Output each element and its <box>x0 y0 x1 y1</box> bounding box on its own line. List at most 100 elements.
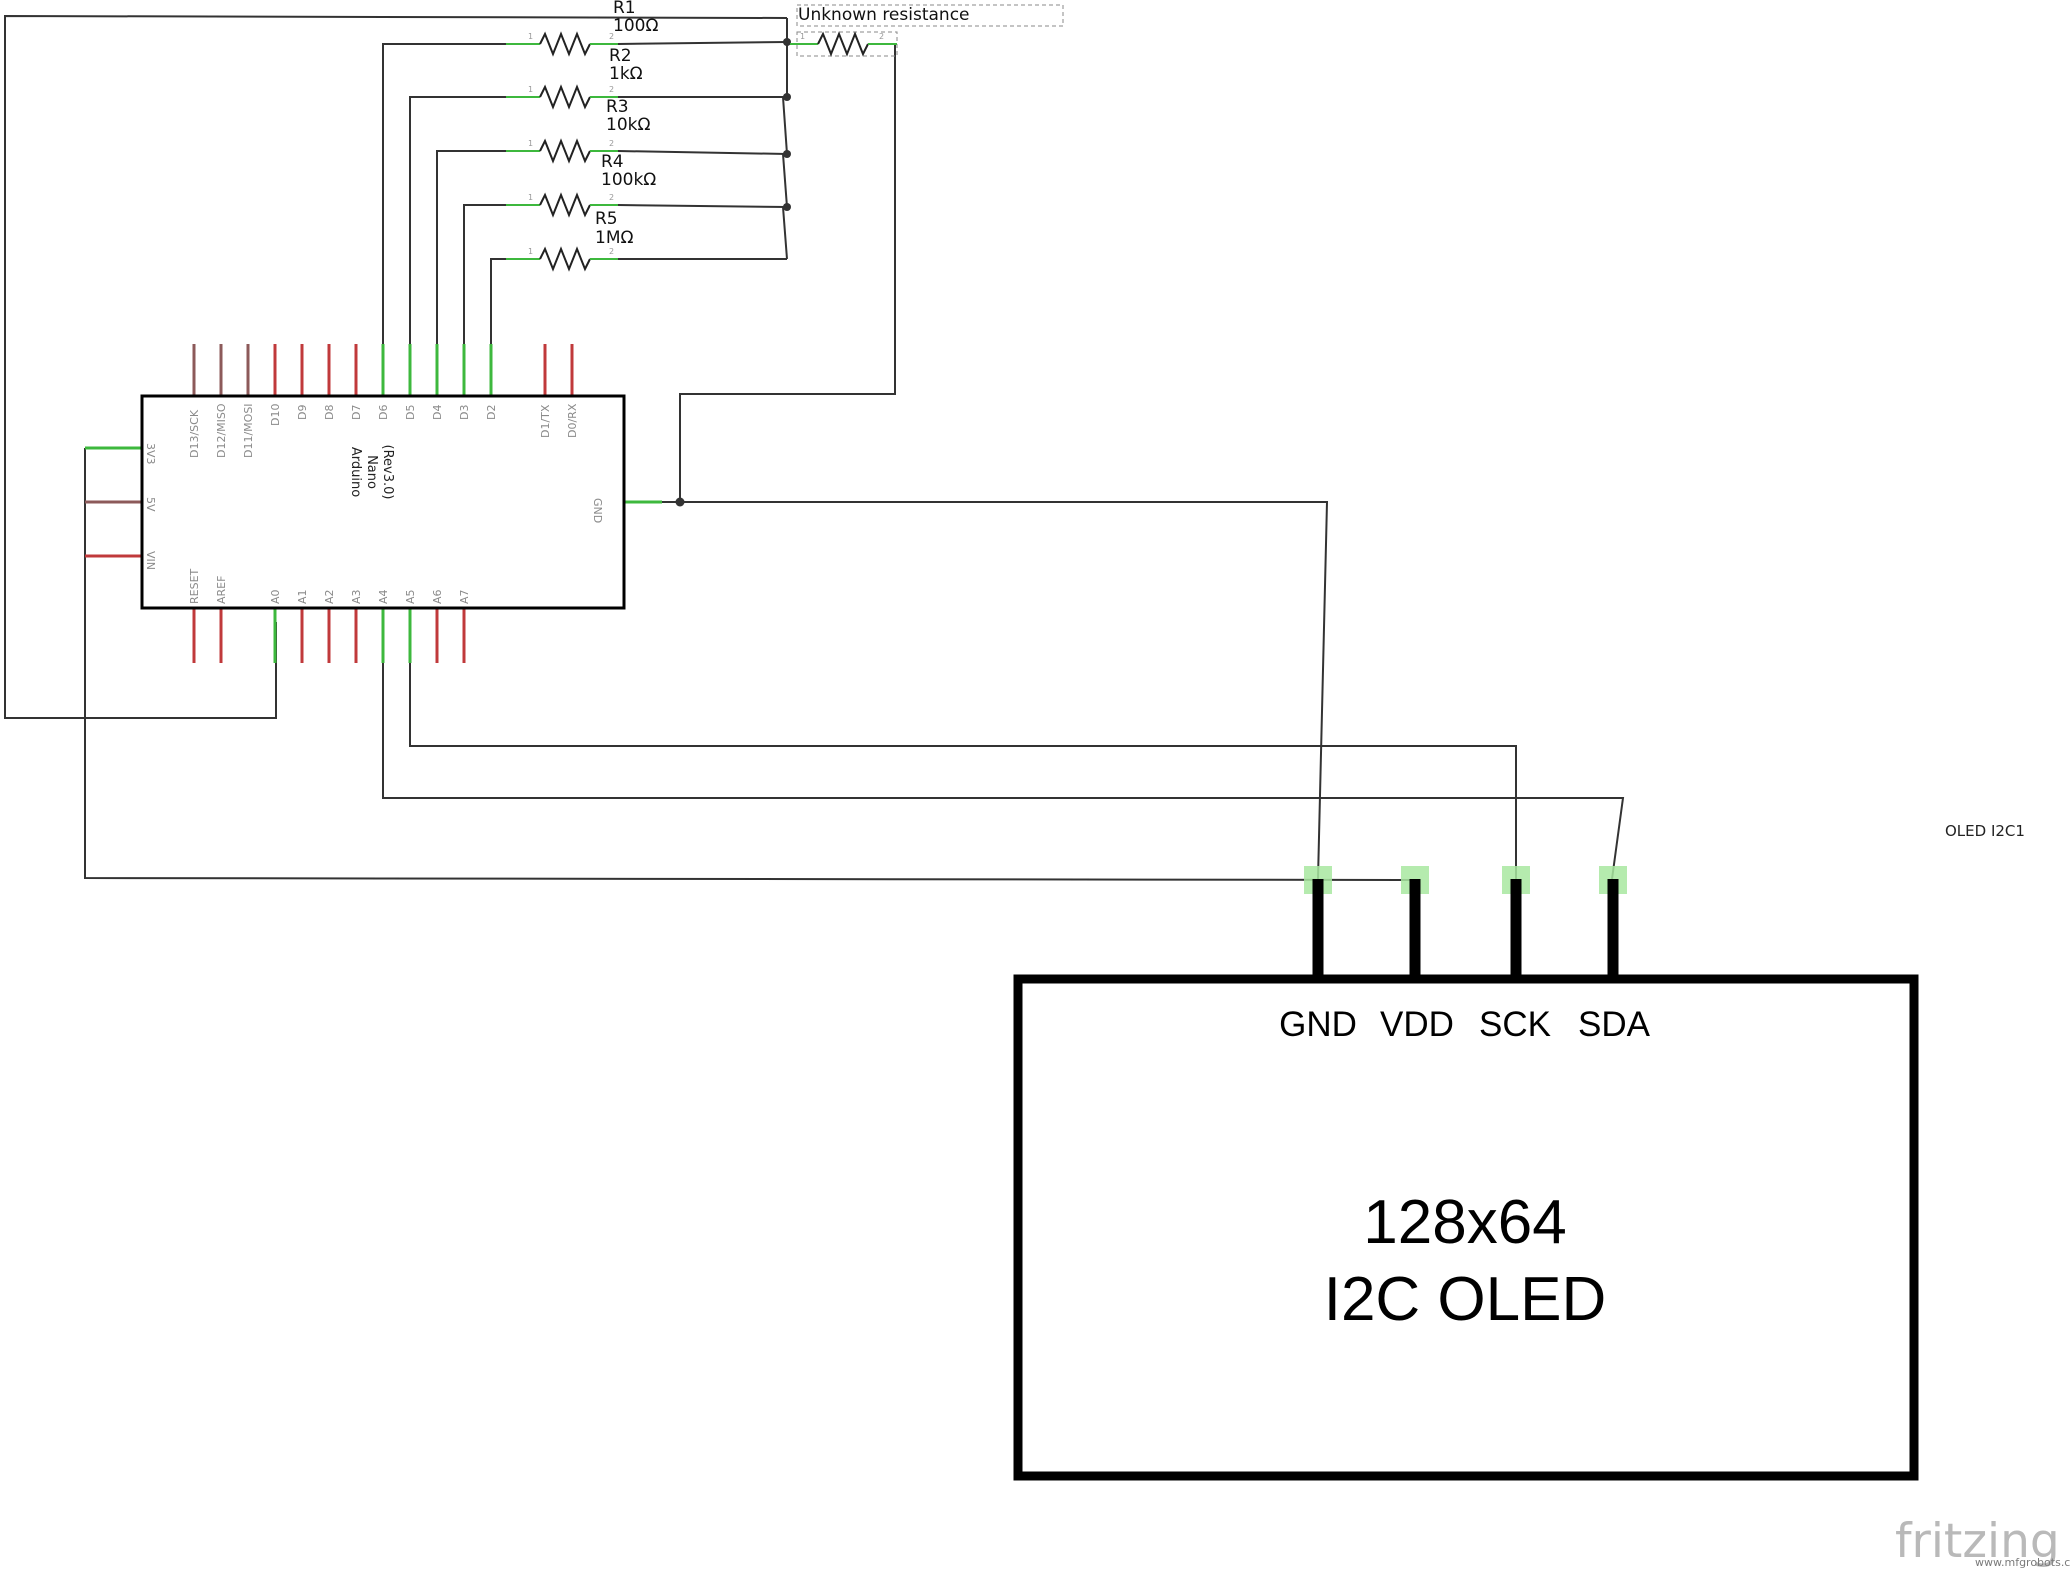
pin-label-vin: VIN <box>144 551 157 570</box>
unknown-pin1-number: 1 <box>800 32 805 41</box>
wire-gnd-oled <box>662 501 1329 880</box>
pin-label-d12: D12/MISO <box>215 403 228 458</box>
oled-text-resolution: 128x64 <box>1363 1188 1566 1257</box>
arduino-top-pin-labels: D13/SCK D12/MISO D11/MOSI D10 D9 D8 D7 D… <box>188 403 579 458</box>
wire-r4-out <box>617 204 788 208</box>
wire-a4-sda <box>382 622 1625 880</box>
fritzing-logo: fritzing <box>1895 1514 2060 1569</box>
r4-pin2-number: 2 <box>609 193 614 202</box>
pin-label-a0: A0 <box>269 589 282 604</box>
unknown-resistance-label: Unknown resistance <box>798 5 970 25</box>
arduino-body <box>140 394 626 610</box>
junction-gnd <box>675 497 685 507</box>
arduino-name: Arduino Nano (Rev3.0) <box>348 445 395 500</box>
pin-label-reset: RESET <box>188 568 201 604</box>
r3-pin2-number: 2 <box>609 139 614 148</box>
r1-value: 100Ω <box>613 16 658 36</box>
r2-value: 1kΩ <box>609 64 643 84</box>
arduino-left-pin-labels: 3V3 5V VIN <box>144 443 157 570</box>
wire-unknown-gnd <box>679 44 896 502</box>
pin-label-d3: D3 <box>458 405 471 420</box>
r2-pin1-number: 1 <box>528 85 533 94</box>
pin-label-d1: D1/TX <box>539 404 552 438</box>
r5-pin1-number: 1 <box>528 247 533 256</box>
resistor-r1[interactable]: 1 2 R1 100Ω <box>506 0 658 57</box>
pin-label-d11: D11/MOSI <box>242 403 255 458</box>
r3-pin1-number: 1 <box>528 139 533 148</box>
wire-d5-r2 <box>409 96 506 344</box>
r2-ref: R2 <box>609 46 632 66</box>
resistor-r2[interactable]: 1 2 R2 1kΩ <box>506 46 643 110</box>
r4-value: 100kΩ <box>601 170 656 190</box>
pin-label-5v: 5V <box>144 497 157 512</box>
pin-label-a4: A4 <box>377 589 390 604</box>
junctions <box>675 38 791 507</box>
r1-pin2-number: 2 <box>609 32 614 41</box>
wire-d4-r3 <box>436 150 506 344</box>
pin-label-d5: D5 <box>404 405 417 420</box>
junction-r1 <box>783 38 791 46</box>
arduino-bottom-pin-labels: RESET AREF A0 A1 A2 A3 A4 A5 A6 A7 <box>188 568 471 604</box>
resistor-r4[interactable]: 1 2 R4 100kΩ <box>506 152 656 218</box>
oled-part-label: OLED I2C1 <box>1945 822 2025 840</box>
junction-r4 <box>783 203 791 211</box>
pin-label-d2: D2 <box>485 405 498 420</box>
r2-pin2-number: 2 <box>609 85 614 94</box>
pin-label-a7: A7 <box>458 589 471 604</box>
pin-label-d10: D10 <box>269 404 282 426</box>
pin-label-d0: D0/RX <box>566 403 579 438</box>
pin-label-d13: D13/SCK <box>188 409 201 458</box>
r5-ref: R5 <box>595 209 618 229</box>
arduino-left-pin-stubs <box>85 446 142 558</box>
wire-3v3-vdd <box>84 448 1416 881</box>
arduino-name-line3: (Rev3.0) <box>380 445 395 500</box>
wire-d2-r5 <box>490 258 506 344</box>
oled-pin-label-sda: SDA <box>1578 1005 1651 1044</box>
pin-label-a1: A1 <box>296 589 309 604</box>
unknown-pin2-number: 2 <box>879 32 884 41</box>
r4-ref: R4 <box>601 152 624 172</box>
r1-ref: R1 <box>613 0 636 18</box>
pin-label-a3: A3 <box>350 589 363 604</box>
pin-label-d7: D7 <box>350 405 363 420</box>
arduino-name-line1: Arduino <box>348 447 363 497</box>
junction-r2 <box>783 93 791 101</box>
wire-r3-out <box>617 150 788 155</box>
pin-label-gnd: GND <box>591 498 604 523</box>
pin-label-3v3: 3V3 <box>144 443 157 465</box>
unknown-resistor[interactable]: 1 2 Unknown resistance <box>790 4 1064 57</box>
oled-pin-label-gnd: GND <box>1279 1005 1357 1044</box>
wire-a0-loop <box>4 14 788 719</box>
r4-pin1-number: 1 <box>528 193 533 202</box>
watermark-site: www.mfgrobots.com <box>1975 1556 2070 1569</box>
arduino-name-line2: Nano <box>364 455 379 489</box>
r1-pin1-number: 1 <box>528 32 533 41</box>
arduino-nano[interactable]: D13/SCK D12/MISO D11/MOSI D10 D9 D8 D7 D… <box>85 344 662 663</box>
oled-text-type: I2C OLED <box>1324 1265 1607 1334</box>
arduino-bottom-pin-stubs <box>192 608 466 663</box>
oled-pin-label-vdd: VDD <box>1380 1005 1454 1044</box>
oled-pin-label-sck: SCK <box>1479 1005 1551 1044</box>
junction-r3 <box>783 150 791 158</box>
r3-value: 10kΩ <box>606 115 650 135</box>
wire-d6-r1 <box>382 43 506 344</box>
oled-display[interactable]: GND VDD SCK SDA 128x64 I2C OLED <box>1013 866 1919 1481</box>
pin-label-aref: AREF <box>215 576 228 604</box>
pin-label-a2: A2 <box>323 589 336 604</box>
pin-label-d8: D8 <box>323 405 336 420</box>
oled-pin-legs <box>1312 879 1619 978</box>
pin-label-d6: D6 <box>377 405 390 420</box>
pin-label-a5: A5 <box>404 589 417 604</box>
oled-pin-labels: GND VDD SCK SDA <box>1279 1005 1651 1044</box>
wire-r1-out <box>617 41 788 45</box>
arduino-top-pin-stubs <box>192 344 574 396</box>
r5-value: 1MΩ <box>595 228 633 248</box>
pin-label-d4: D4 <box>431 405 444 420</box>
oled-body <box>1013 974 1919 1481</box>
wire-a5-sck <box>409 622 1517 879</box>
pin-label-d9: D9 <box>296 405 309 420</box>
resistor-r5[interactable]: 1 2 R5 1MΩ <box>506 209 633 272</box>
resistor-r3[interactable]: 1 2 R3 10kΩ <box>506 97 650 164</box>
wire-d3-r4 <box>463 204 506 344</box>
